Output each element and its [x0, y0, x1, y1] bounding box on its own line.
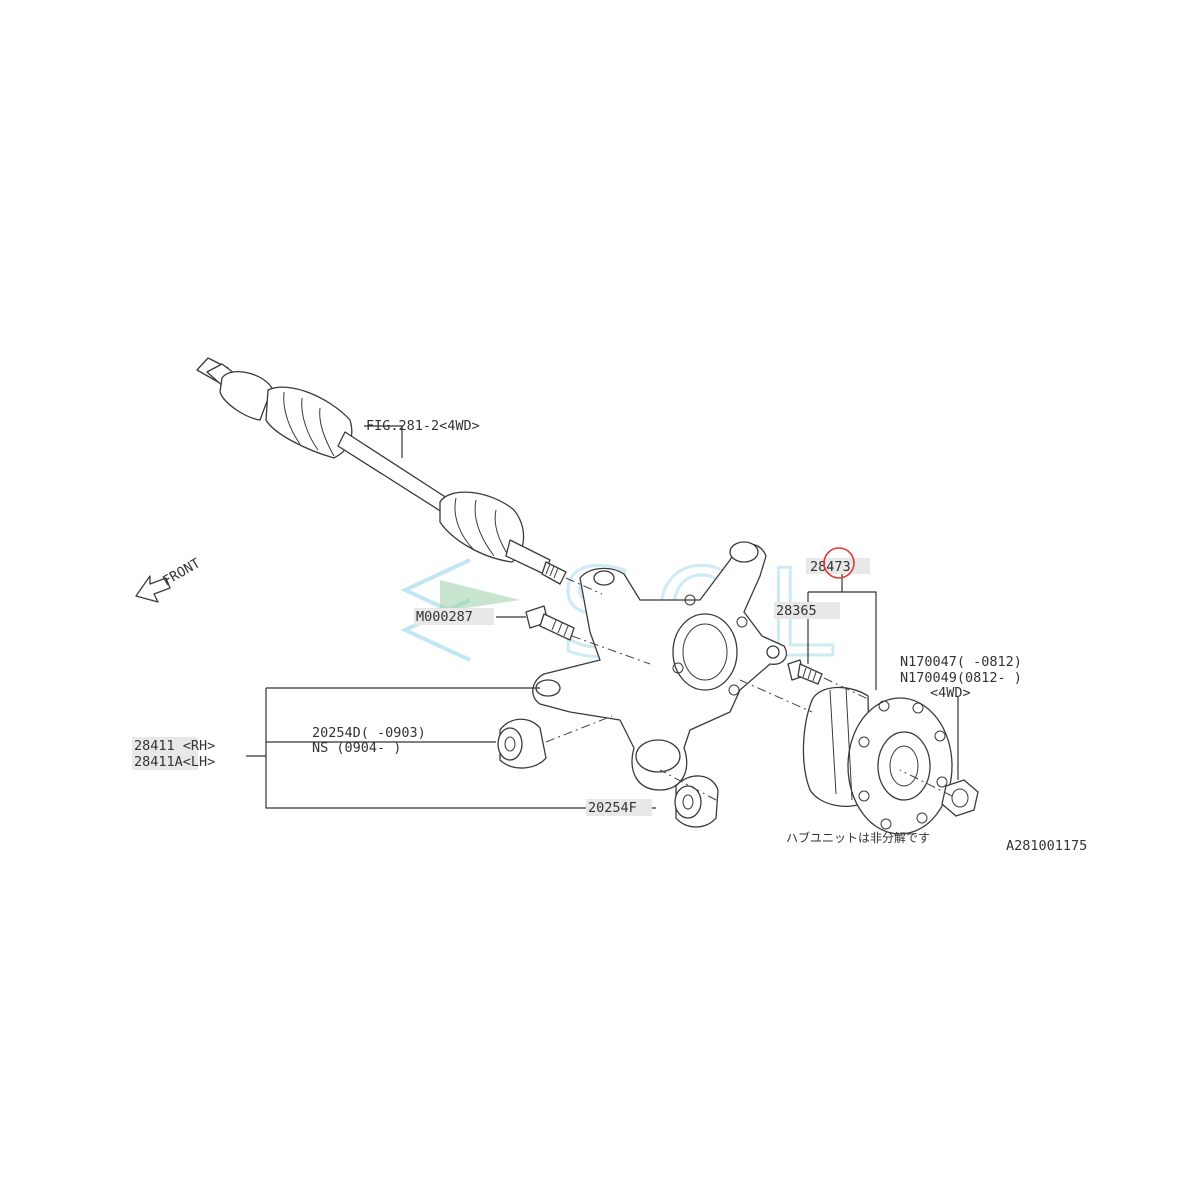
knuckle-bolt-label-bg [414, 608, 494, 625]
hub-bolt [787, 659, 823, 685]
fig-ref-label: FIG.281-2<4WD> [366, 418, 480, 434]
bushing-20254d [497, 718, 547, 769]
knuckle-lh-label-bg [132, 753, 198, 770]
watermark-logo-accent [440, 580, 520, 612]
bushing-d-label-1: 20254D( -0903) [312, 725, 426, 741]
knuckle-lh-label: 28411A<LH> [134, 754, 215, 770]
front-arrow-icon [135, 575, 171, 603]
nut-label-1: N170047( -0812) [900, 654, 1022, 670]
knuckle-rh-label: 28411 <RH> [134, 738, 215, 754]
hub-nut [941, 779, 979, 817]
hub-unit [802, 686, 953, 835]
leader-lines [246, 425, 959, 809]
front-label: FRONT [160, 555, 203, 589]
assembly-lines [545, 577, 953, 801]
hub-bolt-label: 28365 [776, 603, 817, 619]
knuckle [532, 541, 787, 791]
drive-shaft [196, 357, 567, 585]
front-indicator: FRONT [135, 555, 203, 603]
nut-label-4wd: <4WD> [930, 685, 971, 701]
hub-unit-highlight [823, 547, 855, 579]
bushing-f-label-bg [586, 799, 652, 816]
labels: FIG.281-2<4WD> M000287 28473 28365 N1700… [132, 418, 1087, 854]
hub-bolt-label-bg [774, 602, 840, 619]
bushing-f-label: 20254F [588, 800, 637, 816]
bushing-20254f [674, 775, 719, 828]
hub-unit-label: 28473 [810, 559, 851, 575]
nut-label-2: N170049(0812- ) [900, 670, 1022, 686]
hub-note: ハブユニットは非分解です [786, 830, 930, 845]
knuckle-bolt [525, 605, 575, 641]
diagram-id: A281001175 [1006, 838, 1087, 854]
knuckle-bolt-label: M000287 [416, 609, 473, 625]
knuckle-rh-label-bg [132, 737, 198, 754]
bushing-d-label-2: NS (0904- ) [312, 740, 401, 756]
